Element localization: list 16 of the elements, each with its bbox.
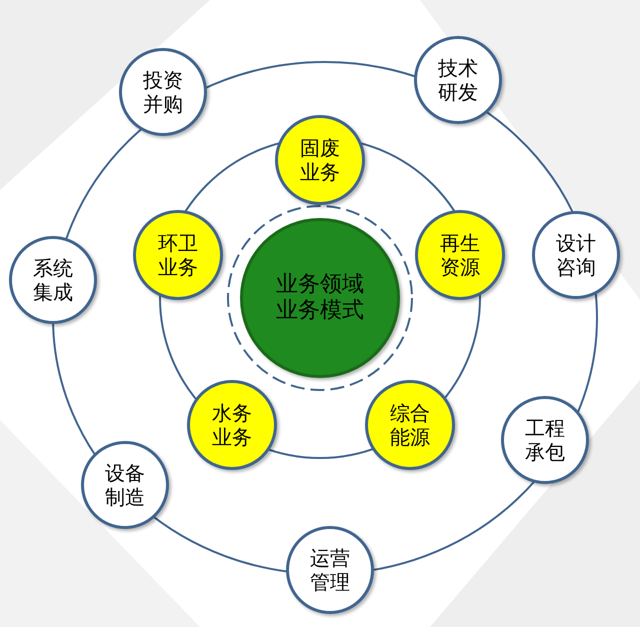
circle-node [187,380,277,470]
node-label: 运营管理 [309,546,351,594]
node-label: 再生资源 [439,231,481,279]
node-label: 设计咨询 [555,231,597,279]
circle-node [81,441,169,529]
node-label: 投资并购 [142,68,184,116]
node-label: 工程承包 [524,416,566,464]
circle-node [415,210,505,300]
node-label: 业务领域业务模式 [275,272,365,324]
node-label: 水务业务 [211,401,253,449]
node-label: 设备制造 [104,461,146,509]
node-label: 系统集成 [32,256,74,304]
node-label: 环卫业务 [157,231,199,279]
node-label: 固废业务 [299,136,341,184]
node-label: 技术研发 [437,56,479,104]
node-label: 综合能源 [389,401,431,449]
